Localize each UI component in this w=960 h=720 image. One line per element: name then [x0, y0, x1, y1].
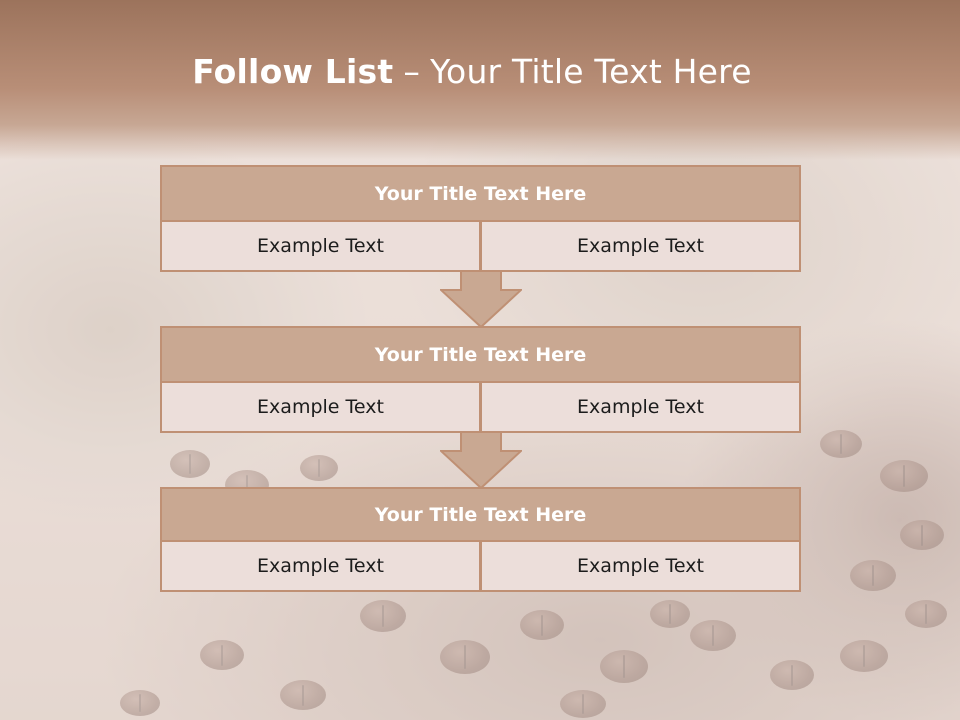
- down-arrow-icon: [440, 431, 522, 489]
- block-cell-left[interactable]: Example Text: [160, 222, 481, 272]
- slide-title: Follow List–Your Title Text Here: [0, 52, 944, 91]
- list-block-1: Your Title Text Here Example Text Exampl…: [160, 165, 801, 272]
- list-block-2: Your Title Text Here Example Text Exampl…: [160, 326, 801, 433]
- down-arrow-icon: [440, 270, 522, 328]
- block-title[interactable]: Your Title Text Here: [160, 326, 801, 383]
- block-cell-right[interactable]: Example Text: [480, 222, 801, 272]
- header-band: [0, 0, 960, 160]
- block-title[interactable]: Your Title Text Here: [160, 487, 801, 542]
- list-block-3: Your Title Text Here Example Text Exampl…: [160, 487, 801, 593]
- slide-title-bold: Follow List: [192, 52, 394, 91]
- block-cell-left[interactable]: Example Text: [160, 383, 481, 433]
- block-cell-left[interactable]: Example Text: [160, 542, 481, 592]
- block-title[interactable]: Your Title Text Here: [160, 165, 801, 222]
- block-cell-right[interactable]: Example Text: [480, 383, 801, 433]
- slide-title-dash: –: [403, 52, 421, 91]
- slide-title-rest: Your Title Text Here: [430, 52, 752, 91]
- block-cell-right[interactable]: Example Text: [480, 542, 801, 592]
